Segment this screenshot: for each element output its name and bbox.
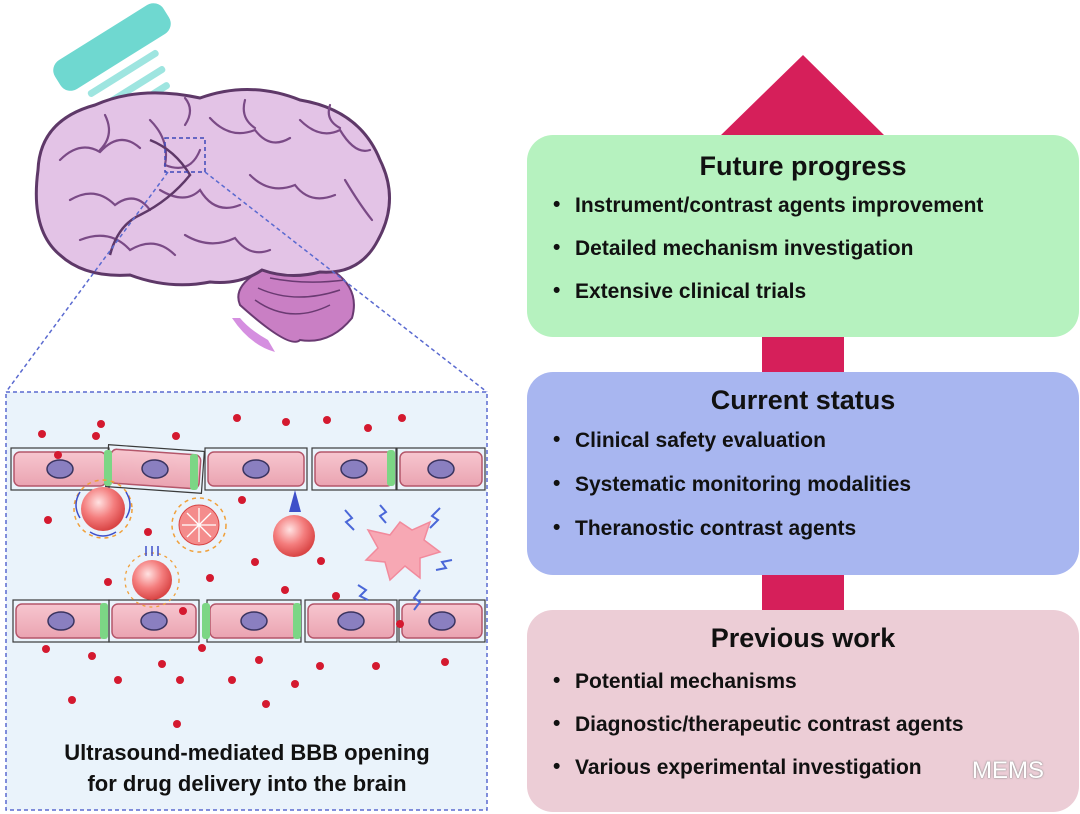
- list-item: Theranostic contrast agents: [527, 516, 1079, 561]
- caption-line-2: for drug delivery into the brain: [87, 771, 407, 796]
- drug-particle: [291, 680, 299, 688]
- future-progress-panel: Future progress Instrument/contrast agen…: [527, 135, 1079, 337]
- list-item: Systematic monitoring modalities: [527, 472, 1079, 517]
- list-item: Potential mechanisms: [527, 669, 1079, 713]
- previous-work-panel: Previous work Potential mechanisms Diagn…: [527, 610, 1079, 812]
- endothelial-cell-icon: [10, 447, 110, 491]
- drug-particle: [179, 607, 187, 615]
- endothelial-cell-icon: [204, 447, 308, 491]
- drug-particle: [206, 574, 214, 582]
- drug-particle: [262, 700, 270, 708]
- drug-particle: [172, 432, 180, 440]
- illustration-caption: Ultrasound-mediated BBB opening for drug…: [8, 737, 486, 799]
- drug-particle: [238, 496, 246, 504]
- drug-particle: [176, 676, 184, 684]
- drug-particle: [282, 418, 290, 426]
- watermark-text: MEMS: [972, 757, 1044, 784]
- future-progress-list: Instrument/contrast agents improvement D…: [527, 193, 1079, 323]
- drug-particle: [396, 620, 404, 628]
- future-progress-title: Future progress: [699, 151, 907, 181]
- drug-particle: [198, 644, 206, 652]
- tight-junction: [190, 454, 198, 490]
- list-item: Detailed mechanism investigation: [527, 236, 1079, 280]
- endothelial-cell-icon: [105, 444, 205, 494]
- drug-particle: [114, 676, 122, 684]
- drug-particle: [281, 586, 289, 594]
- endothelial-cell-icon: [304, 599, 398, 643]
- current-status-panel: Current status Clinical safety evaluatio…: [527, 372, 1079, 575]
- previous-work-list: Potential mechanisms Diagnostic/therapeu…: [527, 669, 1079, 799]
- drug-particle: [441, 658, 449, 666]
- drug-particle-icon: [38, 414, 449, 728]
- drug-particle: [144, 528, 152, 536]
- endothelial-cell-icon: [396, 447, 486, 491]
- endothelial-cell-icon: [108, 599, 200, 643]
- microbubble-icon: [73, 479, 453, 611]
- drug-particle: [44, 516, 52, 524]
- drug-particle: [88, 652, 96, 660]
- list-item: Various experimental investigation: [527, 755, 1079, 799]
- drug-particle: [372, 662, 380, 670]
- current-status-title: Current status: [710, 385, 896, 415]
- drug-particle: [398, 414, 406, 422]
- tight-junction: [202, 603, 210, 639]
- tight-junction: [104, 450, 112, 486]
- drug-particle: [42, 645, 50, 653]
- previous-work-title: Previous work: [710, 623, 896, 653]
- list-item: Extensive clinical trials: [527, 279, 1079, 323]
- bbb-inset: [5, 391, 488, 811]
- drug-particle: [104, 578, 112, 586]
- brain-icon: [34, 87, 391, 352]
- list-item: Instrument/contrast agents improvement: [527, 193, 1079, 237]
- drug-particle: [316, 662, 324, 670]
- drug-particle: [251, 558, 259, 566]
- current-status-list: Clinical safety evaluation Systematic mo…: [527, 428, 1079, 561]
- tight-junction: [293, 603, 301, 639]
- drug-particle: [92, 432, 100, 440]
- drug-particle: [228, 676, 236, 684]
- drug-particle: [173, 720, 181, 728]
- list-item: Diagnostic/therapeutic contrast agents: [527, 712, 1079, 756]
- drug-particle: [68, 696, 76, 704]
- drug-particle: [38, 430, 46, 438]
- drug-particle: [323, 416, 331, 424]
- endothelial-cell-icon: [12, 599, 110, 643]
- drug-particle: [317, 557, 325, 565]
- progression-arrow: [719, 55, 886, 612]
- drug-particle: [332, 592, 340, 600]
- drug-particle: [255, 656, 263, 664]
- endothelial-cell-icon: [398, 599, 486, 643]
- drug-particle: [233, 414, 241, 422]
- tight-junction: [100, 603, 108, 639]
- drug-particle: [54, 451, 62, 459]
- list-item: Clinical safety evaluation: [527, 428, 1079, 473]
- drug-particle: [97, 420, 105, 428]
- zoom-lines: [5, 171, 488, 393]
- endothelial-cell-icon: [206, 599, 302, 643]
- endothelial-cell-icon: [311, 447, 397, 491]
- caption-line-1: Ultrasound-mediated BBB opening: [64, 740, 430, 765]
- drug-particle: [364, 424, 372, 432]
- watermark: MEMS: [930, 757, 1044, 785]
- tight-junction: [387, 450, 395, 486]
- drug-particle: [158, 660, 166, 668]
